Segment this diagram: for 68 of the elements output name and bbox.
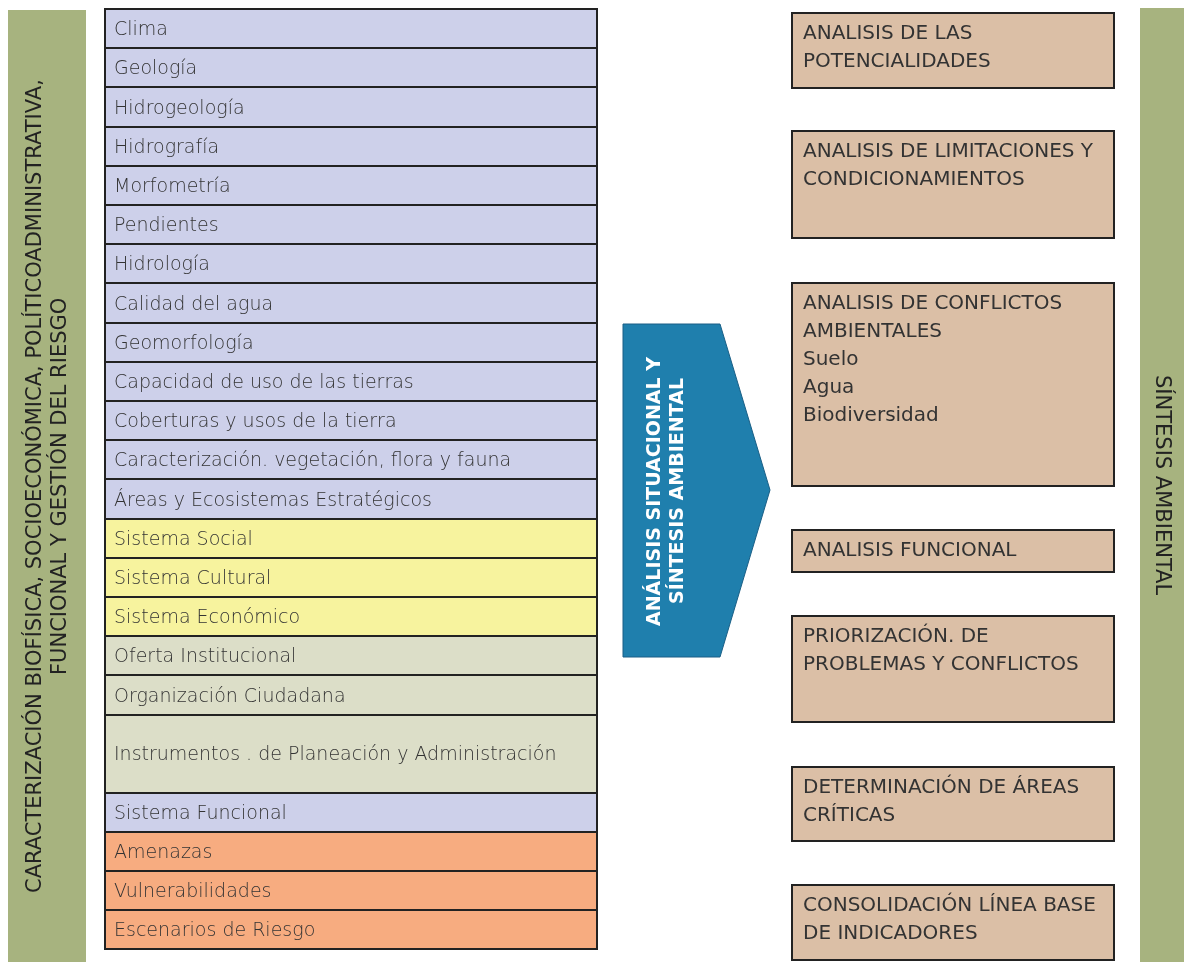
result-box (791, 12, 1115, 89)
box-text: ANALISIS DE LAS POTENCIALIDADES (803, 19, 992, 74)
result-box (791, 130, 1115, 239)
row-label: Áreas y Ecosistemas Estratégicos (114, 486, 432, 512)
row-label: Morfometría (114, 173, 231, 198)
band-label: SÍNTESIS AMBIENTAL (1149, 374, 1175, 596)
category-row (104, 909, 598, 951)
box-text: CONSOLIDACIÓN LÍNEA BASE DE INDICADORES (803, 891, 1097, 946)
category-row (104, 8, 598, 50)
category-row (104, 400, 598, 442)
category-row (104, 791, 598, 833)
side-band (8, 10, 86, 962)
category-row (104, 713, 598, 794)
category-row (104, 243, 598, 285)
box-text: Suelo (803, 345, 860, 372)
category-row (104, 674, 598, 716)
arrow-label: ANÁLISIS SITUACIONAL Y SÍNTESIS AMBIENTAL (642, 354, 688, 628)
row-label: Organización Ciudadana (114, 682, 346, 708)
box-text: Agua (803, 373, 856, 400)
category-row (104, 439, 598, 481)
row-label: Amenazas (114, 839, 213, 864)
row-label: Oferta Institucional (114, 643, 297, 669)
row-label: Hidrología (114, 251, 210, 277)
row-label: Sistema Económico (114, 604, 301, 629)
category-row (104, 635, 598, 677)
result-box (791, 529, 1115, 573)
row-label: Instrumentos . de Planeación y Administración (114, 741, 557, 766)
row-label: Vulnerabilidades (114, 878, 272, 903)
row-label: Sistema Social (114, 525, 253, 551)
category-row (104, 86, 598, 128)
category-row (104, 517, 598, 559)
category-row (104, 870, 598, 912)
band-label: CARACTERIZACIÓN BIOFÍSICA, SOCIOECONÓMICA, POLÍTICOADMINISTRATIVA, FUNCIONAL Y GESTIÓN DEL RIESGO (21, 78, 72, 895)
category-row (104, 321, 598, 363)
result-box (791, 766, 1115, 842)
category-row (104, 204, 598, 246)
row-label: Escenarios de Riesgo (114, 917, 316, 943)
row-label: Caracterización. vegetación, flora y fauna (114, 447, 512, 473)
row-label: Sistema Cultural (114, 565, 272, 590)
result-box (791, 282, 1115, 487)
row-label: Geología (114, 55, 198, 81)
category-row (104, 125, 598, 167)
row-label: Coberturas y usos de la tierra (114, 408, 397, 433)
box-text: ANALISIS DE CONFLICTOS AMBIENTALES (803, 289, 1064, 344)
box-text: ANALISIS DE LIMITACIONES Y CONDICIONAMIENTOS (803, 137, 1095, 192)
row-label: Hidrogeología (114, 94, 245, 120)
row-label: Calidad del agua (114, 290, 274, 316)
row-label: Capacidad de uso de las tierras (114, 369, 414, 394)
row-label: Clima (114, 16, 168, 41)
row-label: Sistema Funcional (114, 799, 287, 825)
box-text: Biodiversidad (803, 401, 940, 428)
category-row (104, 596, 598, 638)
row-label: Pendientes (114, 212, 219, 237)
result-box (791, 615, 1115, 723)
result-box (791, 884, 1115, 961)
box-text: DETERMINACIÓN DE ÁREAS CRÍTICAS (803, 773, 1081, 828)
box-text: ANALISIS FUNCIONAL (803, 536, 1018, 563)
category-row (104, 360, 598, 402)
side-band (1140, 8, 1184, 962)
category-row (104, 282, 598, 324)
box-text: PRIORIZACIÓN. DE PROBLEMAS Y CONFLICTOS (803, 622, 1080, 677)
category-row (104, 830, 598, 872)
category-row (104, 556, 598, 598)
category-row (104, 164, 598, 206)
category-row (104, 47, 598, 89)
row-label: Geomorfología (114, 329, 254, 355)
category-row (104, 478, 598, 520)
row-label: Hidrografía (114, 133, 220, 159)
